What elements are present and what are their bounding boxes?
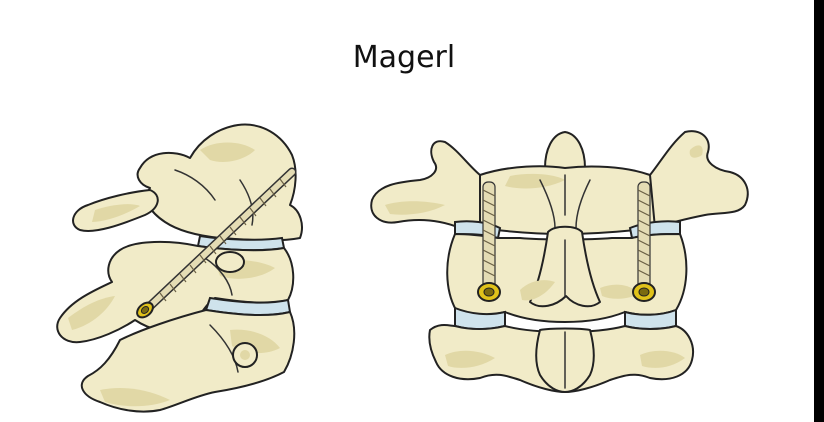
transarticular-screw-left bbox=[477, 181, 501, 302]
upper-vertebra-posterior bbox=[473, 165, 660, 235]
dens-posterior bbox=[544, 131, 586, 169]
right-border bbox=[814, 0, 824, 422]
transarticular-screw-right bbox=[632, 181, 656, 302]
diagram-title: Magerl bbox=[352, 40, 456, 75]
lateral-view-illustration bbox=[56, 123, 303, 413]
transarticular-screw-lateral bbox=[136, 167, 297, 319]
left-lateral-mass-upper bbox=[370, 140, 481, 230]
posterior-view-illustration bbox=[370, 130, 749, 393]
right-lateral-mass-upper bbox=[649, 130, 749, 229]
